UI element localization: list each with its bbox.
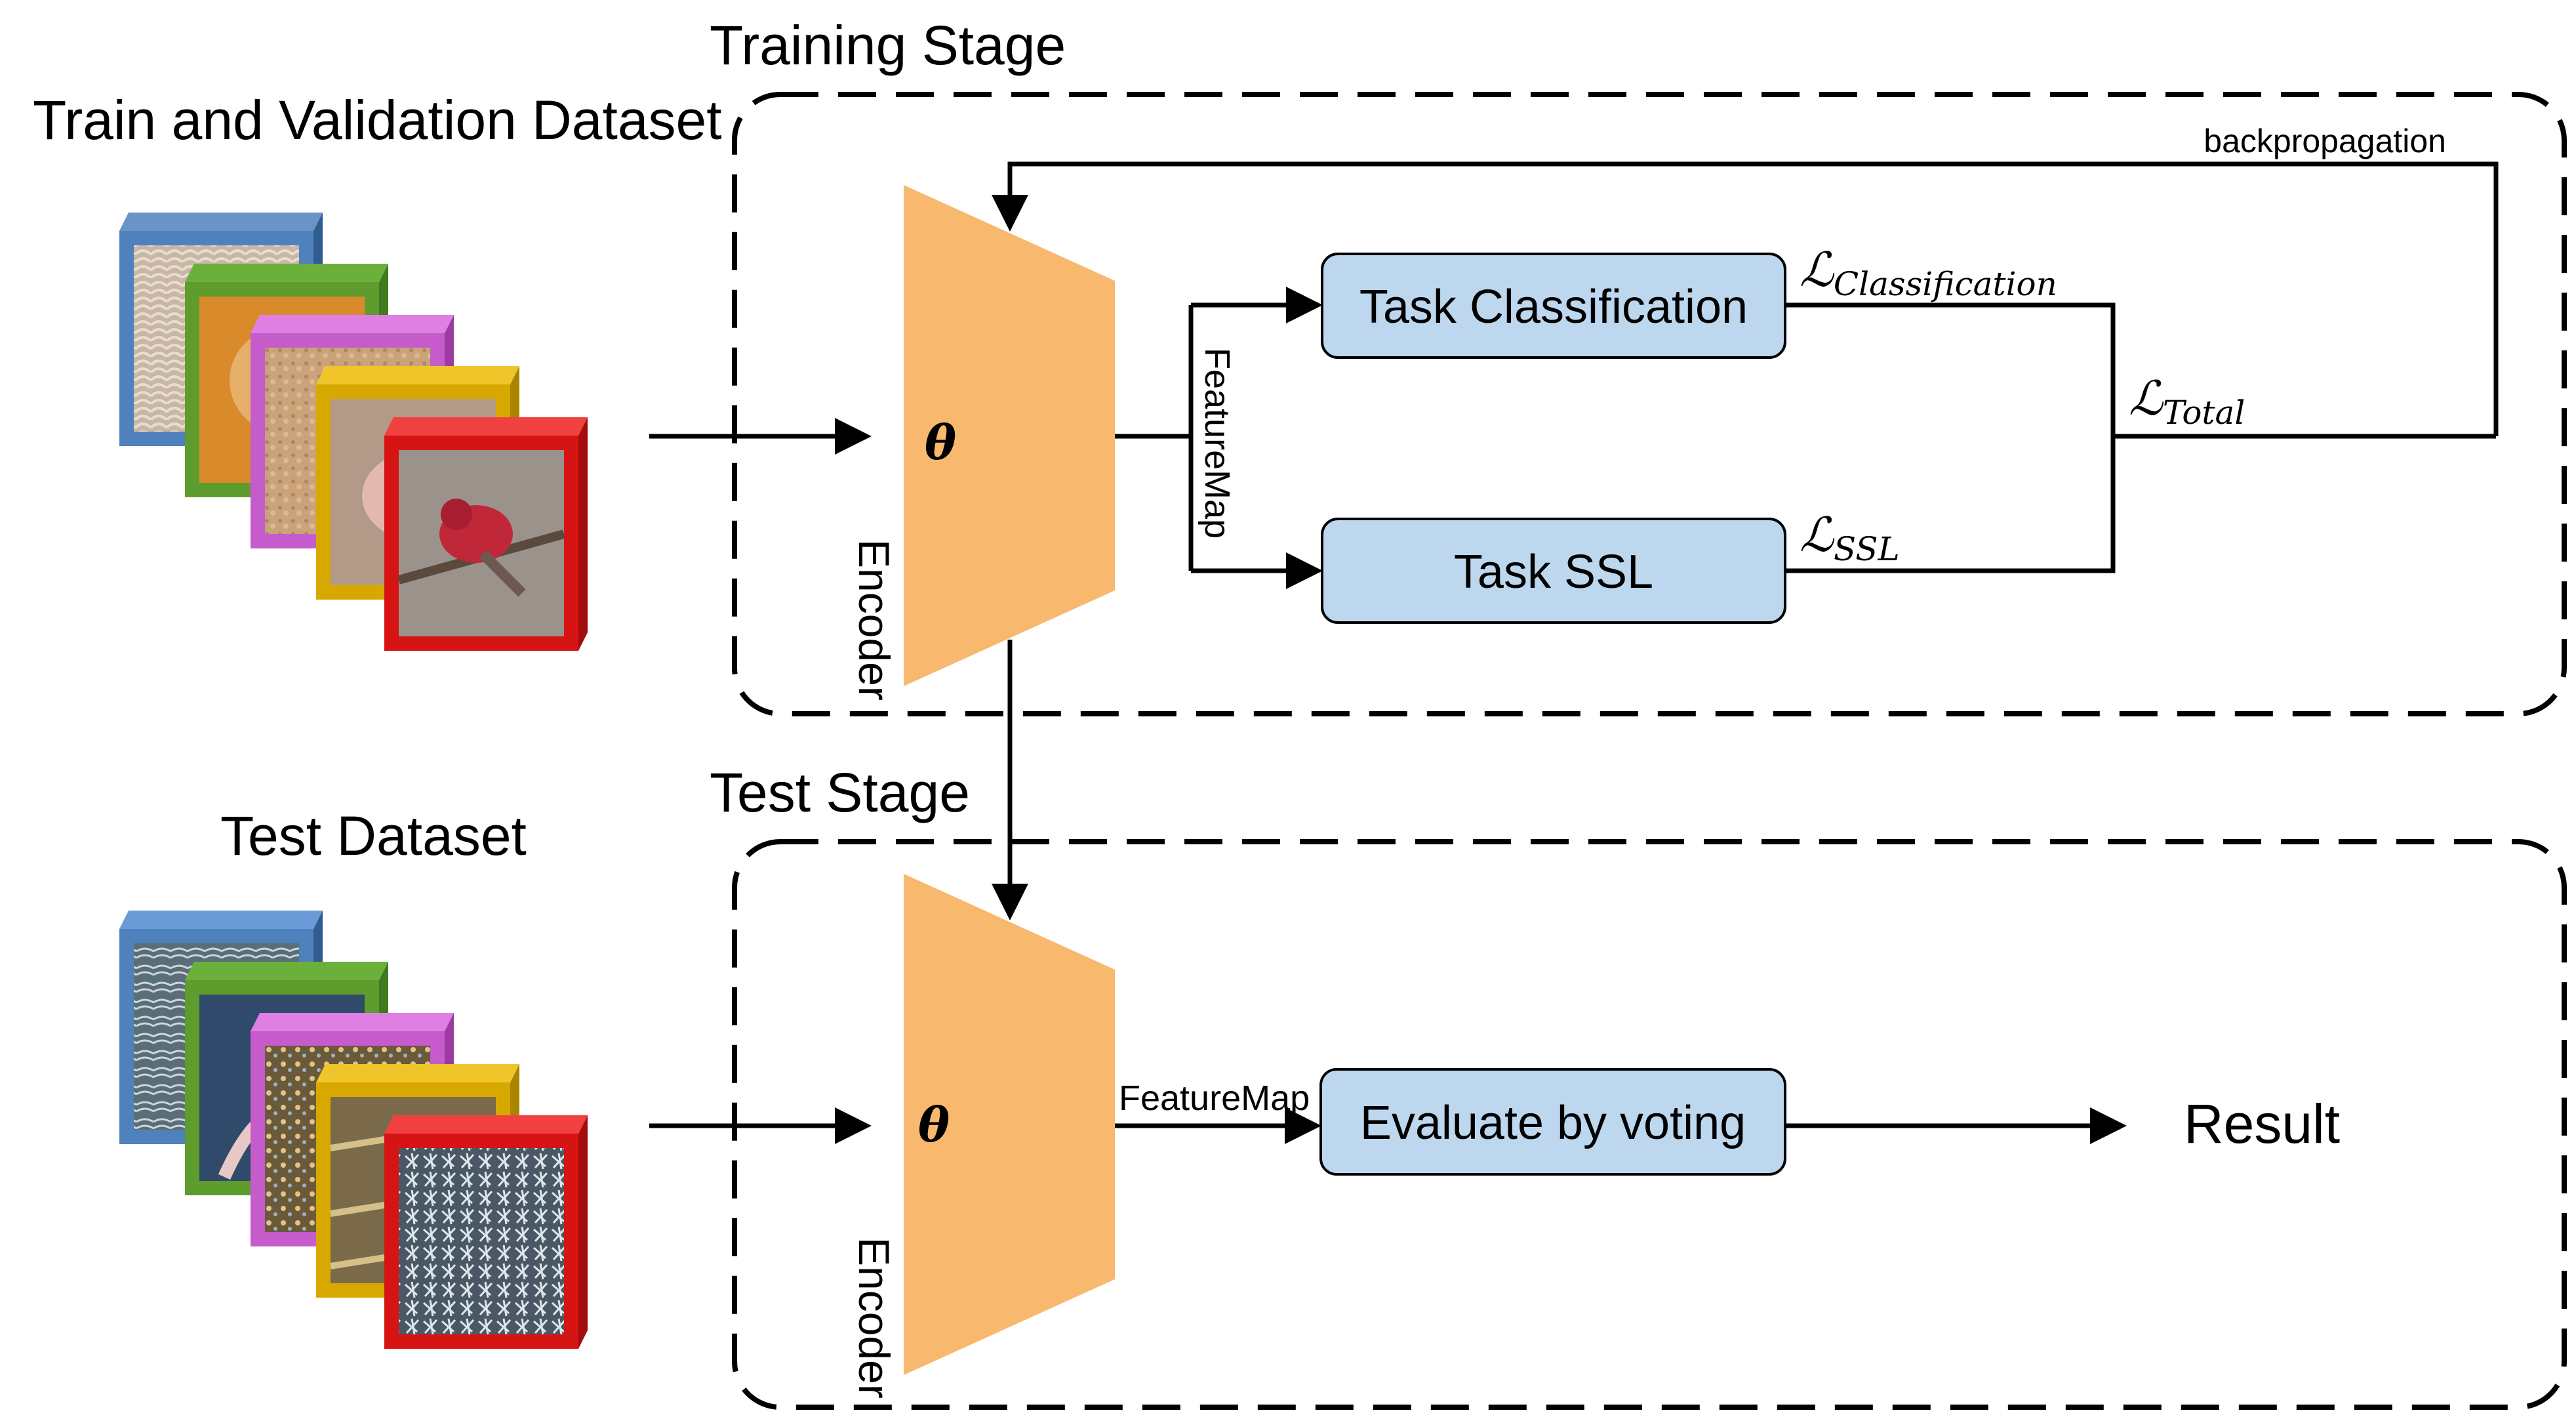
training-featuremap-branch xyxy=(1115,305,1194,571)
test-encoder-theta: θ xyxy=(918,1097,950,1153)
training-stage-title: Training Stage xyxy=(710,14,1066,76)
task-ssl-label: Task SSL xyxy=(1454,546,1653,598)
task-classification-label: Task Classification xyxy=(1359,281,1748,333)
training-encoder-theta: θ xyxy=(925,415,956,470)
test-image-5 xyxy=(384,1115,588,1349)
train-dataset-title: Train and Validation Dataset xyxy=(33,89,722,151)
loss-classification-label: ℒClassification xyxy=(1800,242,2057,303)
backpropagation-label: backpropagation xyxy=(2204,123,2446,159)
test-encoder-shape xyxy=(904,874,1115,1375)
evaluate-voting-label: Evaluate by voting xyxy=(1360,1097,1746,1149)
training-encoder-label: Encoder xyxy=(850,539,898,701)
backpropagation-line xyxy=(992,161,2499,436)
test-encoder-label: Encoder xyxy=(850,1237,898,1399)
evaluate-voting-box xyxy=(1319,1068,1786,1176)
test-dataset-stack xyxy=(119,911,588,1349)
loss-ssl-label: ℒSSL xyxy=(1800,507,1900,568)
training-stage-frame xyxy=(732,92,2567,716)
loss-combine-lines xyxy=(1785,302,2496,573)
test-dataset-title: Test Dataset xyxy=(220,805,527,867)
train-dataset-stack xyxy=(119,213,588,651)
training-encoder-shape xyxy=(904,185,1115,686)
test-stage-title: Test Stage xyxy=(710,762,970,823)
train-image-5 xyxy=(384,417,588,651)
training-featuremap-label: FeatureMap xyxy=(1197,348,1237,539)
test-featuremap-label: FeatureMap xyxy=(1119,1079,1310,1118)
result-label: Result xyxy=(2184,1093,2340,1155)
loss-total-label: ℒTotal xyxy=(2129,371,2245,432)
